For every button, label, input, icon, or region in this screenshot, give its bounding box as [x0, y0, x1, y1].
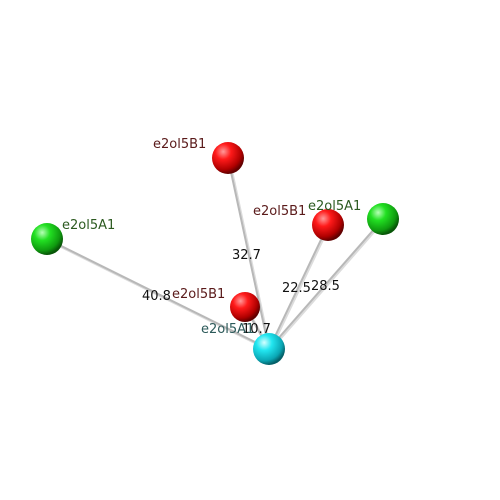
node-red_top[interactable]	[212, 142, 244, 174]
node-center[interactable]	[253, 333, 285, 365]
node-label-green_left: e2ol5A1	[62, 218, 115, 233]
node-label-green_right: e2ol5A1	[308, 199, 361, 214]
edge-label-green_left: 40.8	[142, 289, 171, 304]
node-label-red_top: e2ol5B1	[153, 137, 206, 152]
edge-label-red_near: 10.7	[242, 322, 271, 337]
edge-label-red_top: 32.7	[232, 248, 261, 263]
node-green_left[interactable]	[31, 223, 63, 255]
edge-red_right	[268, 224, 329, 350]
node-label-red_near: e2ol5B1	[172, 287, 225, 302]
edge-label-red_right: 22.5	[282, 281, 311, 296]
edge-green_left	[46, 238, 270, 350]
edge-green_right	[268, 218, 384, 350]
node-green_right[interactable]	[367, 203, 399, 235]
edge-shadow	[268, 225, 331, 351]
edge-shadow	[268, 219, 386, 351]
node-label-center: e2ol5A1	[201, 322, 254, 337]
node-red_near[interactable]	[230, 292, 260, 322]
edge-label-green_right: 28.5	[311, 279, 340, 294]
node-red_right[interactable]	[312, 209, 344, 241]
node-label-red_right: e2ol5B1	[253, 204, 306, 219]
edge-red_top	[227, 157, 270, 350]
